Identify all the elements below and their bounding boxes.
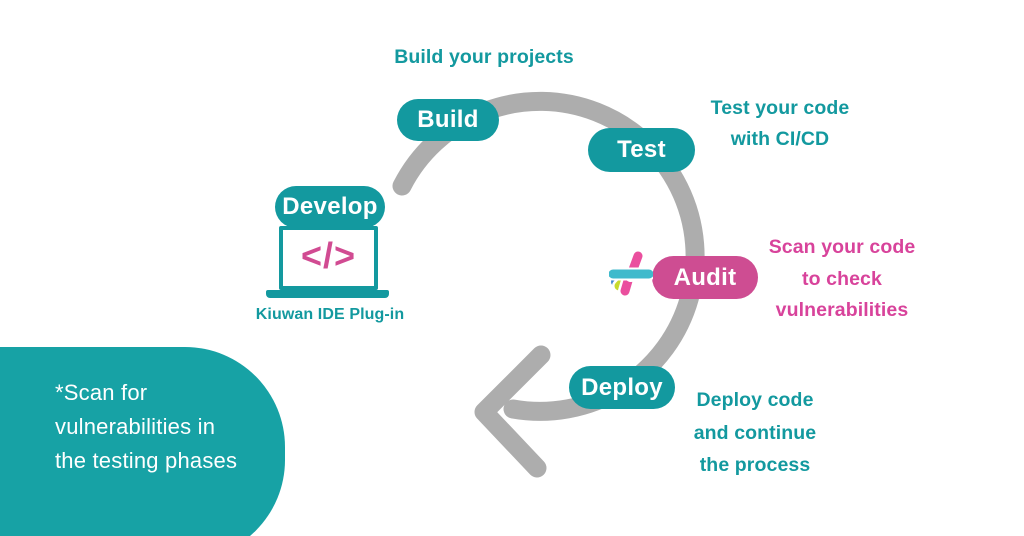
annotation-line: Build your projects (394, 46, 574, 68)
stage-pill-develop: Develop (275, 186, 385, 228)
stage-pill-build: Build (397, 99, 499, 141)
stage-label-develop: Develop (282, 193, 378, 220)
annotation-line: Deploy code (696, 389, 814, 411)
stage-pill-test: Test (588, 128, 695, 172)
note-line: *Scan for (55, 380, 148, 405)
annotation-line: Scan your code (768, 236, 916, 258)
note-text: *Scan for vulnerabilities in the testing… (55, 376, 237, 478)
note-line: vulnerabilities in (55, 414, 216, 439)
stage-label-audit: Audit (673, 263, 737, 291)
stage-pill-deploy: Deploy (569, 366, 675, 409)
annotation-line: vulnerabilities (775, 299, 909, 321)
note-blob (0, 347, 285, 536)
arrow-head-icon (474, 345, 551, 478)
note-line: the testing phases (55, 448, 238, 473)
stage-pill-audit: Audit (652, 256, 758, 299)
stage-label-test: Test (617, 136, 666, 163)
annotation-deploy: Deploy code and continue the process (655, 384, 855, 482)
laptop-caption: Kiuwan IDE Plug-in (255, 306, 405, 323)
annotation-audit: Scan your code to check vulnerabilities (742, 232, 942, 327)
code-icon: </> (300, 235, 357, 276)
annotation-test: Test your code with CI/CD (680, 93, 880, 155)
stage-label-build: Build (417, 106, 479, 133)
annotation-line: Test your code (710, 97, 850, 119)
annotation-line: to check (802, 267, 882, 290)
laptop-base (266, 290, 389, 298)
stage-label-deploy: Deploy (581, 373, 663, 401)
annotation-line: the process (699, 454, 811, 476)
kiuwan-flower-icon (609, 250, 653, 296)
annotation-build: Build your projects (354, 45, 614, 70)
annotation-line: with CI/CD (730, 128, 830, 150)
annotation-line: and continue (693, 421, 817, 444)
laptop-icon: </> (279, 226, 378, 290)
